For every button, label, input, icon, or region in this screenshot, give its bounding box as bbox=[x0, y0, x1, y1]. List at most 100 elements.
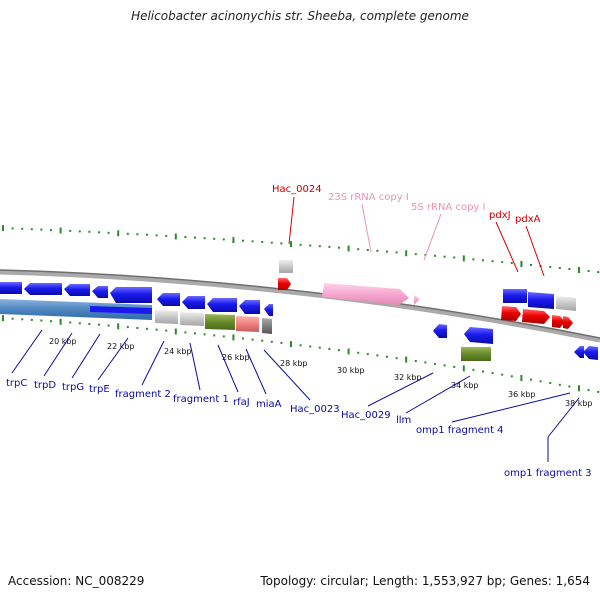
bottom-gene-labels: trpC trpD trpG trpE fragment 2 fragment … bbox=[6, 378, 592, 479]
label-hac0029[interactable]: Hac_0029 bbox=[341, 410, 391, 421]
major-tick bbox=[117, 323, 120, 330]
cds-arrow[interactable] bbox=[24, 283, 62, 295]
rfaj-feature[interactable] bbox=[205, 314, 235, 330]
minor-tick bbox=[155, 328, 158, 331]
rrna-5s-arrow[interactable] bbox=[414, 295, 420, 305]
gray-feature[interactable] bbox=[279, 260, 293, 273]
label-23s-rrna[interactable]: 23S rRNA copy I bbox=[328, 192, 409, 203]
cds-arrow[interactable] bbox=[264, 304, 273, 316]
label-rfaj[interactable]: rfaJ bbox=[233, 397, 250, 408]
steelblue-feature[interactable] bbox=[0, 299, 152, 320]
label-hac0023[interactable]: Hac_0023 bbox=[290, 404, 340, 415]
minor-tick bbox=[155, 234, 158, 237]
minor-tick bbox=[597, 390, 600, 393]
top-gene-labels: Hac_0024 23S rRNA copy I 5S rRNA copy I … bbox=[272, 184, 541, 225]
minor-tick bbox=[203, 237, 206, 240]
cds-arrow[interactable] bbox=[157, 293, 180, 306]
gene-red-arrow[interactable] bbox=[563, 316, 573, 329]
scale-30kbp: 30 kbp bbox=[337, 366, 365, 375]
minor-tick bbox=[453, 256, 456, 259]
gene-red-arrow[interactable] bbox=[501, 306, 521, 321]
gray-feature[interactable] bbox=[180, 312, 204, 326]
genome-title: Helicobacter acinonychis str. Sheeba, co… bbox=[131, 9, 469, 23]
minor-tick bbox=[21, 227, 24, 230]
minor-tick bbox=[126, 326, 129, 329]
major-tick bbox=[520, 375, 523, 381]
major-tick bbox=[405, 250, 408, 257]
scale-38kbp: 38 kbp bbox=[565, 399, 593, 408]
rrna-23s-arrow[interactable] bbox=[322, 283, 409, 305]
label-5s-rrna[interactable]: 5S rRNA copy I bbox=[411, 202, 485, 213]
minor-tick bbox=[357, 248, 360, 251]
minor-tick bbox=[366, 249, 369, 251]
scale-28kbp: 28 kbp bbox=[280, 359, 308, 368]
label-fragment2[interactable]: fragment 2 bbox=[115, 389, 171, 400]
minor-tick bbox=[568, 385, 571, 388]
label-trpc[interactable]: trpC bbox=[6, 378, 27, 389]
hac0024-arrow[interactable] bbox=[278, 278, 291, 290]
major-tick bbox=[2, 315, 4, 322]
cds-arrow[interactable] bbox=[239, 300, 260, 314]
cds-arrow[interactable] bbox=[464, 327, 493, 344]
label-pdxj[interactable]: pdxJ bbox=[489, 210, 511, 221]
major-tick bbox=[174, 233, 177, 240]
minor-tick bbox=[213, 237, 216, 240]
label-omp1-fragment4[interactable]: omp1 fragment 4 bbox=[416, 425, 504, 436]
label-miaa[interactable]: miaA bbox=[256, 399, 282, 410]
minor-tick bbox=[280, 341, 283, 344]
minor-tick bbox=[558, 383, 561, 386]
cds-bar[interactable] bbox=[90, 306, 152, 314]
label-fragment1[interactable]: fragment 1 bbox=[173, 394, 229, 405]
pdxa-cds[interactable] bbox=[528, 292, 554, 309]
major-tick bbox=[578, 267, 580, 273]
minor-tick bbox=[328, 245, 331, 248]
cds-arrow[interactable] bbox=[182, 296, 205, 309]
minor-tick bbox=[597, 271, 600, 274]
cds-arrow[interactable] bbox=[0, 282, 22, 294]
minor-tick bbox=[386, 355, 388, 358]
cds-arrow[interactable] bbox=[110, 287, 152, 303]
topology-text: Topology: circular; Length: 1,553,927 bp… bbox=[260, 574, 590, 588]
minor-tick bbox=[424, 361, 427, 364]
label-trpe[interactable]: trpE bbox=[89, 384, 110, 395]
major-tick bbox=[347, 348, 350, 355]
major-tick bbox=[462, 365, 465, 372]
pdxj-cds[interactable] bbox=[503, 289, 527, 303]
label-omp1-fragment3[interactable]: omp1 fragment 3 bbox=[504, 468, 592, 479]
minor-tick bbox=[414, 360, 417, 362]
label-trpd[interactable]: trpD bbox=[34, 380, 56, 391]
inner-tick-track bbox=[2, 315, 600, 393]
minor-tick bbox=[11, 317, 14, 320]
label-llm[interactable]: llm bbox=[396, 415, 411, 426]
minor-tick bbox=[338, 349, 340, 352]
minor-tick bbox=[443, 364, 446, 367]
cds-arrow[interactable] bbox=[583, 346, 598, 360]
minor-tick bbox=[194, 236, 196, 239]
label-pdxa[interactable]: pdxA bbox=[515, 214, 541, 225]
minor-tick bbox=[434, 362, 436, 365]
minor-tick bbox=[280, 242, 283, 245]
gray-feature[interactable] bbox=[556, 296, 576, 311]
scale-32kbp: 32 kbp bbox=[394, 373, 422, 382]
minor-tick bbox=[40, 228, 43, 231]
cds-arrow[interactable] bbox=[574, 346, 584, 358]
gene-red-arrow[interactable] bbox=[552, 315, 565, 328]
minor-tick bbox=[136, 233, 139, 236]
minor-tick bbox=[146, 233, 148, 236]
miaa-feature[interactable] bbox=[236, 316, 259, 332]
cds-arrow[interactable] bbox=[433, 324, 447, 338]
minor-tick bbox=[21, 318, 24, 321]
label-trpg[interactable]: trpG bbox=[62, 382, 84, 393]
label-hac0024[interactable]: Hac_0024 bbox=[272, 184, 322, 195]
cds-arrow[interactable] bbox=[207, 298, 237, 312]
llm-feature[interactable] bbox=[461, 347, 491, 361]
minor-tick bbox=[501, 373, 504, 376]
gene-red-arrow[interactable] bbox=[522, 309, 550, 324]
major-tick bbox=[232, 237, 235, 244]
cds-arrow[interactable] bbox=[92, 286, 108, 298]
minor-tick bbox=[107, 324, 110, 327]
cds-arrow[interactable] bbox=[64, 284, 90, 296]
minor-tick bbox=[491, 260, 494, 263]
gray-feature[interactable] bbox=[155, 310, 178, 324]
dark-feature[interactable] bbox=[262, 318, 272, 334]
